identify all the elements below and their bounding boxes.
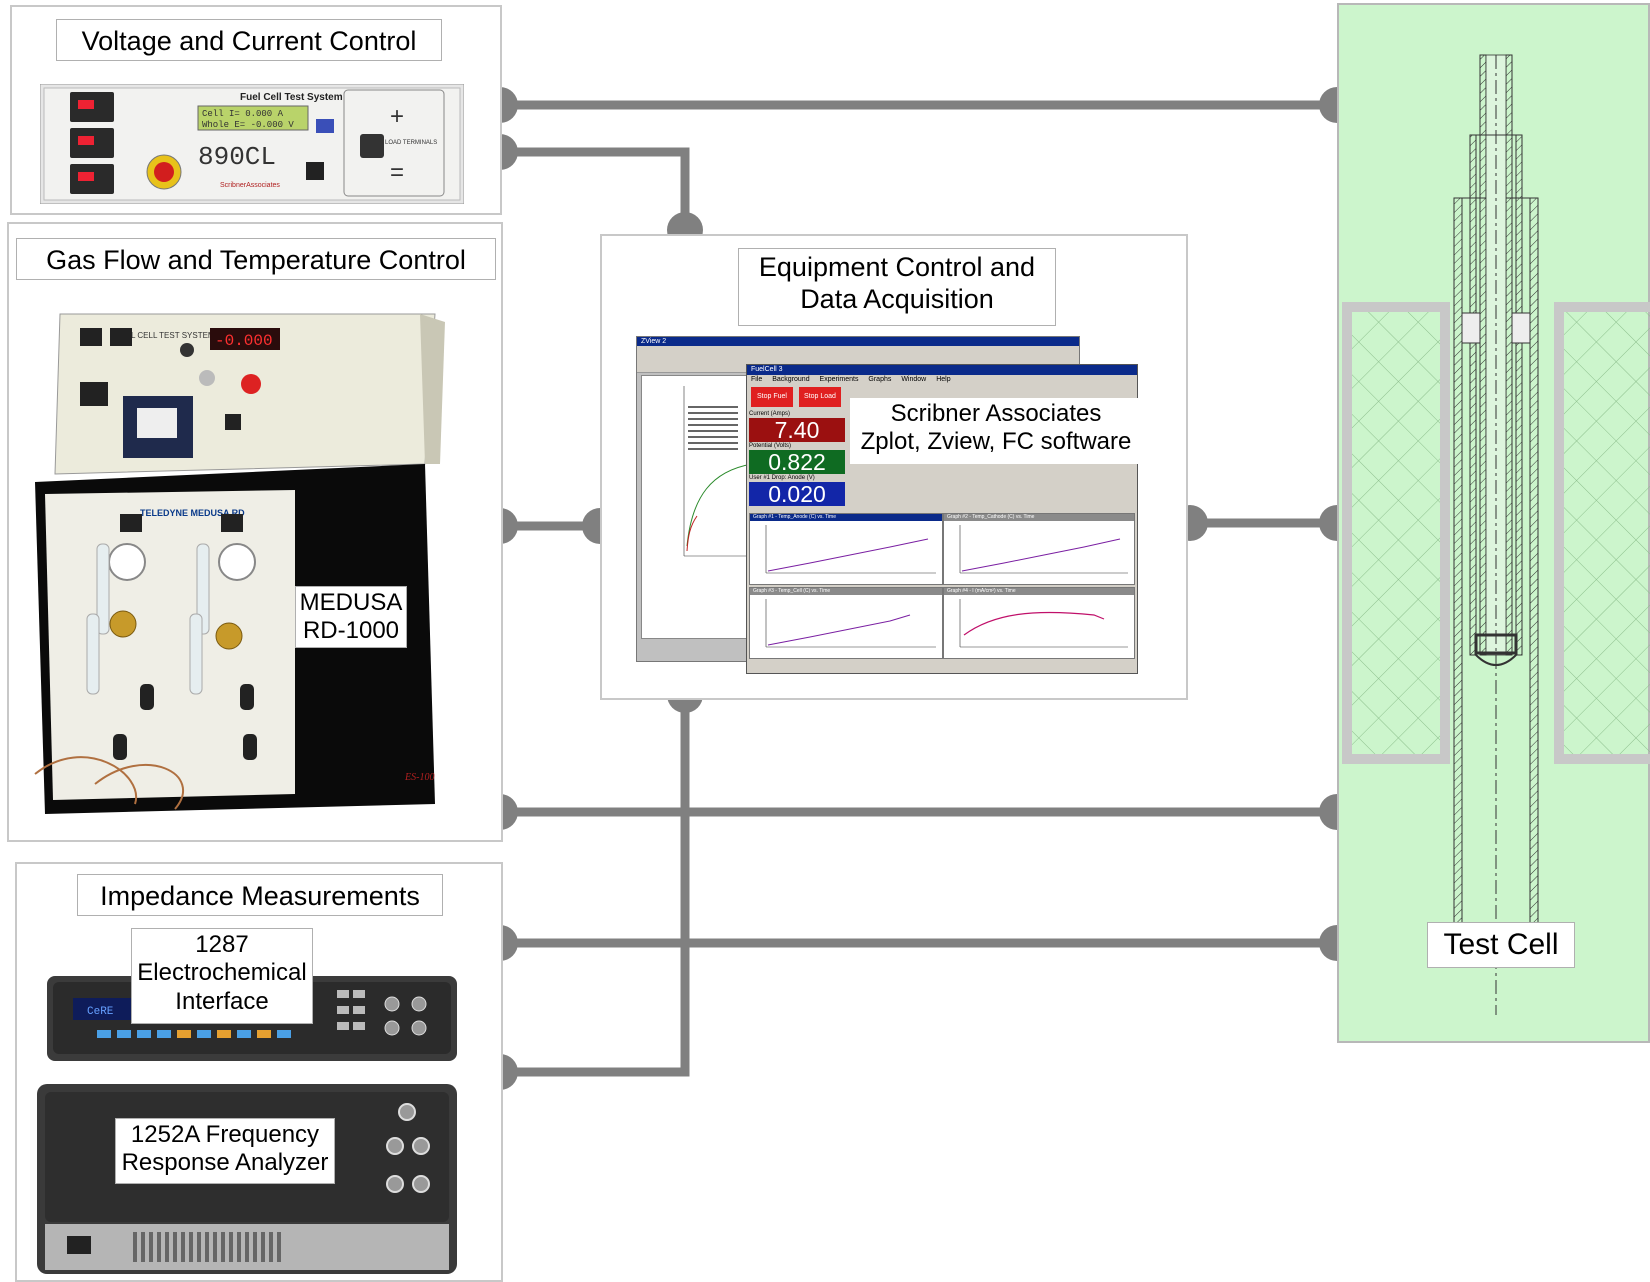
readout-current-value: 7.40 [749, 418, 845, 442]
menu-window[interactable]: Window [901, 376, 927, 383]
corner-code: ES-100 [404, 772, 434, 783]
lcd-line-2: Whole E= -0.000 V [202, 120, 294, 130]
cabinet-brand: TELEDYNE MEDUSA RD [140, 508, 245, 518]
graph-1-title: Graph #1 - Temp_Anode (C) vs. Time [750, 514, 942, 521]
wire-voltage-daq [500, 147, 690, 230]
interface-label-line1: 1287 [195, 931, 249, 958]
medusa-label-line1: MEDUSA [299, 589, 403, 616]
stop-load-button[interactable]: Stop Load [799, 387, 841, 407]
impedance-panel: Impedance Measurements CeRE 1287 Electro… [15, 862, 503, 1282]
fuelcell-titlebar: FuelCell 3 [747, 365, 1137, 375]
gas-flow-title: Gas Flow and Temperature Control [16, 238, 496, 280]
interface-display: CeRE [87, 1006, 114, 1018]
fuel-cell-test-system-device: Fuel Cell Test System Cell I= 0.000 A Wh… [40, 84, 464, 204]
readout-potential-caption: Potential (Volts) [749, 443, 792, 449]
readout-potential-value: 0.822 [749, 450, 845, 474]
wire-daq-impedance [500, 695, 690, 1077]
menu-background[interactable]: Background [772, 376, 810, 383]
top-unit-display: -0.000 [215, 332, 273, 350]
readout-anode-drop: User #1 Drop: Anode (V) 0.020 [749, 475, 845, 507]
zview-titlebar: ZView 2 [637, 337, 1079, 346]
lcd-line-1: Cell I= 0.000 A [202, 109, 284, 119]
stop-fuel-button[interactable]: Stop Fuel [751, 387, 793, 407]
terminals-text: LOAD TERMINALS [385, 140, 437, 146]
readout-current: Current (Amps) 7.40 [749, 411, 845, 443]
menu-graphs[interactable]: Graphs [868, 376, 892, 383]
menu-experiments[interactable]: Experiments [819, 376, 859, 383]
top-unit-name: FUEL CELL TEST SYSTEM [115, 331, 215, 340]
test-cell-title: Test Cell [1427, 922, 1575, 968]
voltage-control-title: Voltage and Current Control [56, 19, 442, 61]
readout-potential: Potential (Volts) 0.822 [749, 443, 845, 475]
medusa-label-line2: RD-1000 [302, 617, 400, 645]
zview-plot [641, 375, 759, 639]
analyzer-device-label: 1252A Frequency Response Analyzer [115, 1118, 335, 1184]
menu-help[interactable]: Help [936, 376, 951, 383]
test-cell-schematic [1342, 54, 1650, 1015]
readout-current-caption: Current (Amps) [749, 411, 791, 417]
graph-4-title: Graph #4 - I (mA/cm²) vs. Time [944, 588, 1134, 595]
impedance-title: Impedance Measurements [77, 874, 443, 916]
test-cell-panel: Test Cell [1337, 3, 1650, 1043]
device-model-text: 890CL [198, 142, 276, 172]
graph-2-title: Graph #2 - Temp_Cathode (C) vs. Time [944, 514, 1134, 521]
gas-flow-panel: Gas Flow and Temperature Control FUEL CE… [7, 222, 503, 842]
interface-label-line2: Electrochemical [137, 959, 307, 987]
daq-panel: Equipment Control and Data Acquisition Z… [600, 234, 1188, 700]
graph-1: Graph #1 - Temp_Anode (C) vs. Time [749, 513, 943, 585]
voltage-control-panel: Voltage and Current Control Fuel Cell Te… [10, 5, 502, 215]
fuelcell-menu: File Background Experiments Graphs Windo… [747, 375, 1137, 385]
graph-4: Graph #4 - I (mA/cm²) vs. Time [943, 587, 1135, 659]
software-line1: Scribner Associates [890, 400, 1102, 427]
device-name-text: Fuel Cell Test System [240, 92, 343, 103]
daq-title: Equipment Control and Data Acquisition [738, 248, 1056, 326]
interface-device-label: 1287 Electrochemical Interface [131, 928, 313, 1024]
menu-file[interactable]: File [751, 376, 763, 383]
analyzer-label-line2: Response Analyzer [121, 1149, 329, 1177]
software-label: Scribner Associates Zplot, Zview, FC sof… [850, 398, 1142, 464]
medusa-rd1000-device: FUEL CELL TEST SYSTEM -0.000 TELEDYNE ME… [34, 313, 445, 814]
interface-label-line3: Interface [175, 987, 269, 1015]
svg-text:=: = [390, 159, 404, 186]
graph-2: Graph #2 - Temp_Cathode (C) vs. Time [943, 513, 1135, 585]
daq-title-line2: Data Acquisition [800, 283, 994, 314]
graph-3: Graph #3 - Temp_Cell (C) vs. Time [749, 587, 943, 659]
zview-complex-plot [683, 386, 754, 557]
medusa-device-label: MEDUSA RD-1000 [295, 586, 407, 648]
readout-anode-caption: User #1 Drop: Anode (V) [749, 475, 815, 481]
software-line2: Zplot, Zview, FC software [860, 428, 1132, 456]
analyzer-label-line1: 1252A Frequency [130, 1121, 320, 1148]
maker-text: ScribnerAssociates [220, 182, 280, 189]
readout-anode-value: 0.020 [749, 482, 845, 506]
svg-text:+: + [390, 103, 404, 130]
daq-title-line1: Equipment Control and [758, 252, 1036, 282]
graph-3-title: Graph #3 - Temp_Cell (C) vs. Time [750, 588, 942, 595]
